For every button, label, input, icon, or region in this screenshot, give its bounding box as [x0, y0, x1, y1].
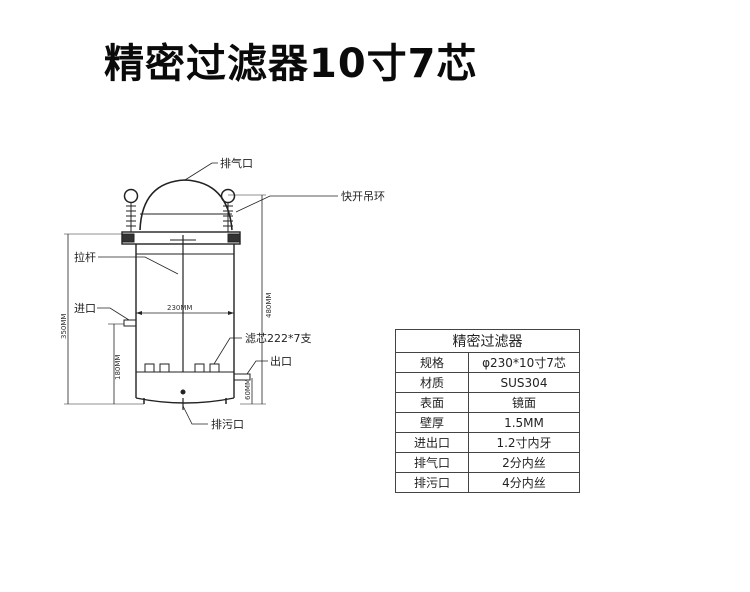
spec-value: SUS304 — [468, 372, 580, 393]
leader-cartridge — [213, 337, 242, 365]
dome-lid — [139, 179, 233, 231]
spec-row: 材质 SUS304 — [395, 372, 580, 393]
spec-row: 表面 镜面 — [395, 392, 580, 413]
label-drain: 排污口 — [211, 417, 244, 431]
label-vent: 排气口 — [220, 156, 253, 170]
dim-body-height-text: 350MM — [60, 314, 68, 339]
label-cartridge: 滤芯222*7支 — [245, 331, 312, 345]
eye-bolt-right — [220, 188, 236, 204]
spec-row: 规格 φ230*10寸7芯 — [395, 352, 580, 373]
spec-row: 进出口 1.2寸内牙 — [395, 432, 580, 453]
spec-value: 1.5MM — [468, 412, 580, 433]
spec-key: 材质 — [395, 372, 469, 393]
eye-bolt-left — [123, 188, 139, 204]
spec-value: 镜面 — [468, 392, 580, 413]
spec-value: 4分内丝 — [468, 472, 580, 493]
spec-key: 壁厚 — [395, 412, 469, 433]
leader-drain — [182, 405, 208, 425]
leader-inlet — [97, 307, 130, 321]
label-outlet: 出口 — [270, 354, 292, 368]
seat-2 — [159, 363, 170, 373]
spec-value: 2分内丝 — [468, 452, 580, 473]
label-rod: 拉杆 — [74, 250, 96, 264]
spec-row: 排气口 2分内丝 — [395, 452, 580, 473]
spec-table: 精密过滤器 规格 φ230*10寸7芯 材质 SUS304 表面 镜面 壁厚 1… — [395, 329, 580, 493]
spec-row: 排污口 4分内丝 — [395, 472, 580, 493]
leader-outlet — [246, 360, 268, 375]
clamp-right — [227, 233, 241, 243]
spec-key: 表面 — [395, 392, 469, 413]
leader-vent — [184, 162, 218, 181]
label-ring: 快开吊环 — [341, 190, 385, 203]
leader-ring — [235, 195, 338, 213]
spec-key: 规格 — [395, 352, 469, 373]
spec-key: 排污口 — [395, 472, 469, 493]
spec-value: 1.2寸内牙 — [468, 432, 580, 453]
outlet-pipe — [233, 373, 251, 381]
spec-table-header: 精密过滤器 — [395, 329, 580, 353]
leader-rod — [98, 256, 179, 275]
page-title: 精密过滤器10寸7芯 — [104, 41, 478, 87]
label-inlet: 进口 — [74, 302, 96, 315]
spec-key: 进出口 — [395, 432, 469, 453]
inlet-pipe — [123, 319, 137, 327]
body-bottom — [135, 397, 235, 404]
spec-row: 壁厚 1.5MM — [395, 412, 580, 433]
clamp-left — [121, 233, 135, 243]
flange — [121, 231, 241, 245]
seat-4 — [209, 363, 220, 373]
dim-outlet-height-text: 60MM — [244, 379, 252, 400]
dim-inlet-height-text: 180MM — [114, 355, 122, 380]
dim-total-height-text: 480MM — [265, 293, 273, 318]
spec-key: 排气口 — [395, 452, 469, 473]
spec-value: φ230*10寸7芯 — [468, 352, 580, 373]
dim-width-text: 230MM — [167, 304, 192, 312]
seat-3 — [194, 363, 205, 373]
seat-1 — [144, 363, 155, 373]
